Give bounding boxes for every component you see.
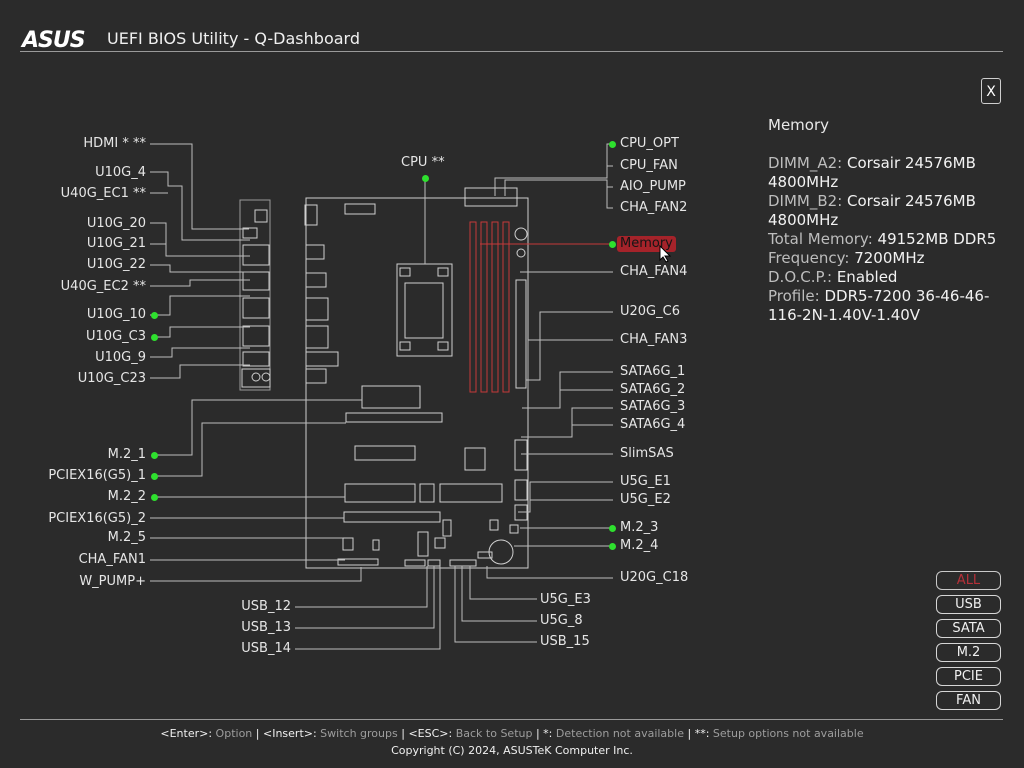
detected-dot-pciex16-1 — [151, 473, 158, 480]
close-button[interactable]: X — [981, 78, 1001, 104]
label-cha-fan2[interactable]: CHA_FAN2 — [620, 200, 688, 215]
detected-dot-cpu-opt — [609, 141, 616, 148]
filter-fan-button[interactable]: FAN — [936, 691, 1001, 710]
label-cpu-fan[interactable]: CPU_FAN — [620, 158, 678, 173]
info-row-dimm-b2: DIMM_B2: Corsair 24576MB 4800MHz — [768, 192, 976, 229]
header-divider — [20, 51, 1003, 52]
label-aio-pump[interactable]: AIO_PUMP — [620, 179, 686, 194]
info-row-dimm-a2: DIMM_A2: Corsair 24576MB 4800MHz — [768, 154, 976, 191]
detected-dot-m2-3 — [609, 525, 616, 532]
filter-m2-button[interactable]: M.2 — [936, 643, 1001, 662]
label-u10g-4[interactable]: U10G_4 — [95, 165, 146, 180]
label-u10g-21[interactable]: U10G_21 — [86, 236, 146, 251]
label-u10g-c3[interactable]: U10G_C3 — [86, 329, 146, 344]
detected-dot-m2-2 — [151, 494, 158, 501]
label-pciex16-g5-1[interactable]: PCIEX16(G5)_1 — [48, 468, 146, 483]
mouse-cursor-icon — [659, 245, 671, 263]
label-m2-5[interactable]: M.2_5 — [107, 530, 146, 545]
label-u5g-8[interactable]: U5G_8 — [540, 613, 583, 628]
filter-pcie-button[interactable]: PCIE — [936, 667, 1001, 686]
label-u40g-ec1[interactable]: U40G_EC1 ** — [60, 186, 146, 201]
detected-dot-u10g-10 — [151, 312, 158, 319]
filter-sata-button[interactable]: SATA — [936, 619, 1001, 638]
asus-logo: ASUS — [22, 28, 86, 53]
label-u10g-c23[interactable]: U10G_C23 — [77, 371, 146, 386]
label-sata6g-4[interactable]: SATA6G_4 — [620, 417, 686, 432]
label-pciex16-g5-2[interactable]: PCIEX16(G5)_2 — [48, 511, 146, 526]
label-cha-fan4[interactable]: CHA_FAN4 — [620, 264, 688, 279]
label-sata6g-3[interactable]: SATA6G_3 — [620, 399, 686, 414]
pcie-slot-1 — [345, 412, 443, 423]
label-u40g-ec2[interactable]: U40G_EC2 ** — [60, 279, 146, 294]
dimm-slot-a1 — [469, 221, 477, 393]
label-sata6g-1[interactable]: SATA6G_1 — [620, 364, 686, 379]
label-m2-2[interactable]: M.2_2 — [107, 489, 146, 504]
m2-3-slot — [439, 483, 503, 503]
label-u10g-22[interactable]: U10G_22 — [86, 257, 146, 272]
detected-dot-m2-1 — [151, 452, 158, 459]
label-u5g-e3[interactable]: U5G_E3 — [540, 592, 591, 607]
m2-1-slot — [361, 385, 421, 409]
label-usb-15[interactable]: USB_15 — [540, 634, 590, 649]
dimm-slot-a2 — [480, 221, 488, 393]
label-usb-12[interactable]: USB_12 — [241, 599, 291, 614]
rear-io — [239, 199, 271, 391]
detected-dot-memory — [609, 241, 616, 248]
filter-all-button[interactable]: ALL — [936, 571, 1001, 590]
label-usb-14[interactable]: USB_14 — [241, 641, 291, 656]
footer-divider — [20, 719, 1003, 720]
label-cha-fan3[interactable]: CHA_FAN3 — [620, 332, 688, 347]
detected-dot-m2-4 — [609, 543, 616, 550]
label-cpu[interactable]: CPU ** — [401, 155, 445, 170]
label-u10g-20[interactable]: U10G_20 — [86, 216, 146, 231]
label-cha-fan1[interactable]: CHA_FAN1 — [78, 552, 146, 567]
label-m2-4[interactable]: M.2_4 — [620, 538, 659, 553]
info-row-total-memory: Total Memory: 49152MB DDR5 — [768, 230, 997, 248]
info-heading: Memory — [768, 116, 830, 134]
cmos-battery — [488, 539, 514, 565]
label-u10g-10[interactable]: U10G_10 — [86, 307, 146, 322]
label-u5g-e2[interactable]: U5G_E2 — [620, 492, 671, 507]
info-panel: Memory DIMM_A2: Corsair 24576MB 4800MHz … — [768, 116, 1004, 325]
label-u20g-c18[interactable]: U20G_C18 — [620, 570, 689, 585]
m2-2-slot — [344, 483, 416, 503]
label-slimsas[interactable]: SlimSAS — [620, 446, 674, 461]
label-sata6g-2[interactable]: SATA6G_2 — [620, 382, 686, 397]
atx-power — [515, 279, 527, 389]
label-w-pump[interactable]: W_PUMP+ — [79, 574, 146, 589]
label-usb-13[interactable]: USB_13 — [241, 620, 291, 635]
pcie-slot-2 — [343, 511, 441, 523]
leader-lines — [150, 143, 613, 650]
label-u5g-e1[interactable]: U5G_E1 — [620, 474, 671, 489]
label-cpu-opt[interactable]: CPU_OPT — [620, 136, 679, 151]
detected-dot-u10g-c3 — [151, 334, 158, 341]
dimm-slot-b1 — [491, 221, 499, 393]
filter-usb-button[interactable]: USB — [936, 595, 1001, 614]
dimm-slot-b2 — [502, 221, 510, 393]
label-u10g-9[interactable]: U10G_9 — [95, 350, 146, 365]
label-hdmi[interactable]: HDMI * ** — [83, 136, 146, 151]
label-u20g-c6[interactable]: U20G_C6 — [620, 304, 680, 319]
label-m2-3[interactable]: M.2_3 — [620, 520, 659, 535]
label-m2-1[interactable]: M.2_1 — [107, 447, 146, 462]
info-row-frequency: Frequency: 7200MHz — [768, 249, 925, 267]
page-title: UEFI BIOS Utility - Q-Dashboard — [107, 29, 360, 48]
info-row-docp: D.O.C.P.: Enabled — [768, 268, 898, 286]
info-row-profile: Profile: DDR5-7200 36-46-46-116-2N-1.40V… — [768, 287, 990, 324]
key-hints: <Enter>: Option | <Insert>: Switch group… — [160, 727, 864, 740]
detected-dot-cpu — [422, 175, 429, 182]
copyright: Copyright (C) 2024, ASUSTeK Computer Inc… — [391, 744, 633, 757]
